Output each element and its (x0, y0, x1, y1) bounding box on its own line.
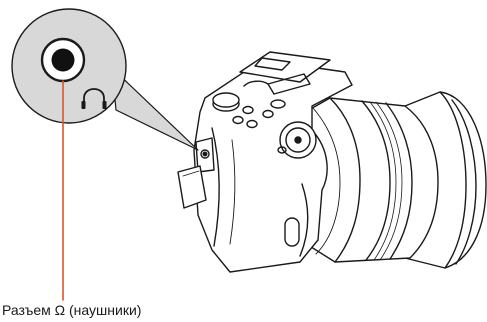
callout-label: Разъем Ω (наушники) (2, 301, 141, 319)
magnifier-callout (12, 9, 126, 123)
magnifier-pointer (112, 68, 198, 150)
headphone-jack-icon (42, 39, 84, 81)
